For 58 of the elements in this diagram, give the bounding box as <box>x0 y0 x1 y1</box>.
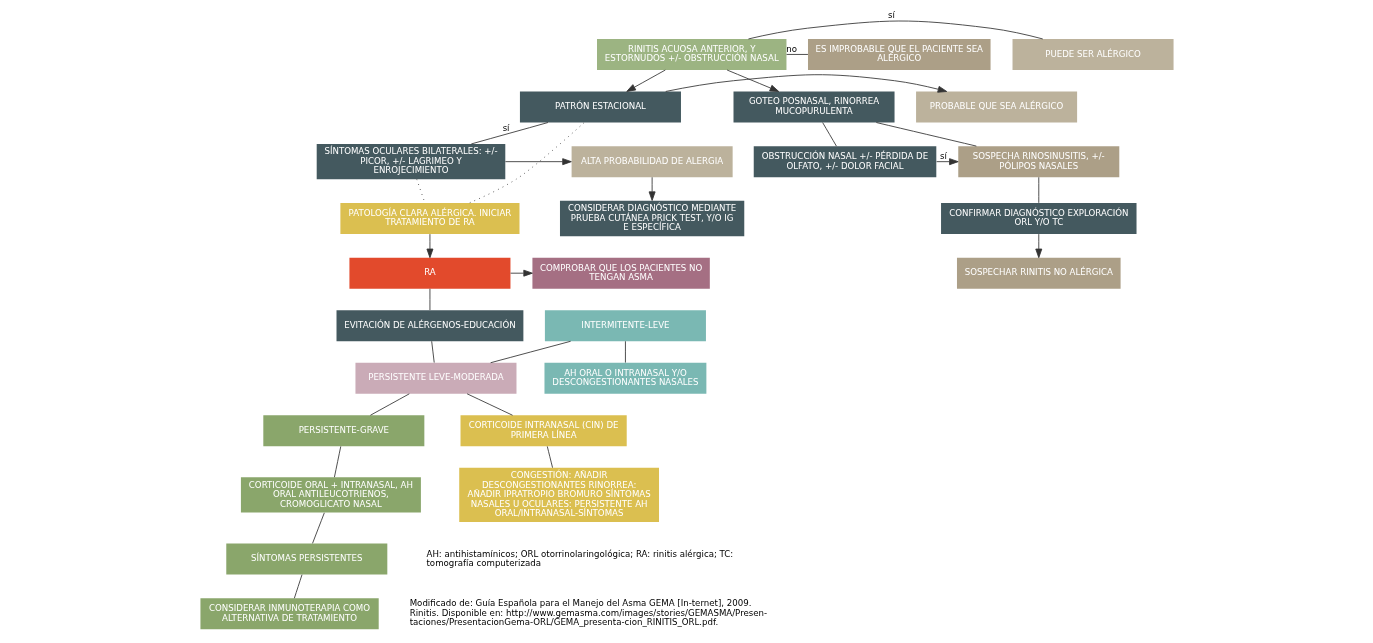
node-box: CORTICOIDE ORAL + INTRANASAL, AH ORAL ANTILEUCOTRIENOS, CROMOGLICATO NASAL <box>240 477 421 513</box>
connector <box>311 512 325 544</box>
arrow <box>504 158 572 166</box>
node-box: CONFIRMAR DIAGNÓSTICO EXPLORACIÓN ORL Y/O TC <box>940 203 1137 234</box>
arrow <box>726 69 779 92</box>
node-box: CONGESTIÓN: AÑADIR DESCONGESTIONANTES RINORREA: AÑADIR IPRATROPIO BROMURO SÍNTOMAS NASALES U OCULARES: PERSISTENTE AH ORAL/INTRANASAL-SÍNTOMAS <box>458 467 659 523</box>
edge-label: no <box>785 43 797 54</box>
arrow <box>426 233 433 259</box>
node-box: CONSIDERAR INMUNOTERAPIA COMO ALTERNATIVA DE TRATAMIENTO <box>199 598 379 630</box>
label: AH: antihistamínicos; ORL otorrinolaringológica; RA: rinitis alérgica; TC: tomografía computerizada <box>426 548 733 568</box>
connector <box>470 122 548 145</box>
connector <box>468 122 584 204</box>
connector <box>333 446 341 478</box>
node-box: RINITIS ACUOSA ANTERIOR, Y ESTORNUDOS +/- OBSTRUCCIÓN NASAL <box>596 38 786 70</box>
connector <box>546 446 553 469</box>
node-box: ALTA PROBABILIDAD DE ALERGIA <box>571 146 733 178</box>
connector <box>785 54 808 55</box>
node-box: PUEDE SER ALÉRGICO <box>1012 38 1174 70</box>
node-box: ES IMPROBABLE QUE EL PACIENTE SEA ALÉRGICO <box>807 38 991 70</box>
node-box: CONSIDERAR DIAGNÓSTICO MEDIANTE PRUEBA CUTÁNEA PRICK TEST, Y/O IG E ESPECÍFICA <box>559 200 744 237</box>
node-box: PERSISTENTE LEVE-MODERADA <box>354 362 516 394</box>
edge-label: sí <box>887 10 895 21</box>
connector <box>466 393 513 416</box>
node-box: RA <box>348 257 510 289</box>
node-box: COMPROBAR QUE LOS PACIENTES NO TENGAN ASMA <box>531 257 710 289</box>
node-box: EVITACIÓN DE ALÉRGENOS-EDUCACIÓN <box>336 310 523 342</box>
connector <box>429 288 430 311</box>
arrow <box>648 176 656 201</box>
node-box: GOTEO POSNASAL, RINORREA MUCOPURULENTA <box>733 91 895 123</box>
arrow <box>664 74 947 93</box>
label: Modificado de: Guía Española para el Manejo del Asma GEMA [In-ternet], 2009. Rinitis. Disponible en: http://www.gemasma.com/images/stories/GEMASMA/Presen-taciones/PresentacionGema-ORL/GEMA_presenta-cion_RINITIS_ORL.pdf. <box>409 598 767 628</box>
connector <box>747 20 1043 40</box>
connector <box>875 122 977 147</box>
arrow <box>1034 233 1042 259</box>
connector <box>293 574 302 599</box>
node-box: OBSTRUCCIÓN NASAL +/- PÉRDIDA DE OLFATO, +/- DOLOR FACIAL <box>753 146 936 178</box>
node-box: SOSPECHAR RINITIS NO ALÉRGICA <box>956 257 1121 289</box>
node-box: SÍNTOMAS OCULARES BILATERALES: +/- PICOR, +/- LAGRIMEO Y ENROJECIMIENTO <box>316 144 505 180</box>
node-box: AH ORAL O INTRANASAL Y/O DESCONGESTIONANTES NASALES <box>544 362 706 394</box>
connector <box>821 122 837 147</box>
node-box: PERSISTENTE-GRAVE <box>262 415 424 447</box>
connector <box>624 340 626 363</box>
arrow <box>935 158 959 166</box>
connector <box>430 340 435 363</box>
node-box: PATRÓN ESTACIONAL <box>519 91 681 123</box>
connector <box>489 340 571 364</box>
node-box: PROBABLE QUE SEA ALÉRGICO <box>915 91 1077 123</box>
node-box: SÍNTOMAS PERSISTENTES <box>225 543 387 575</box>
node-box: INTERMITENTE-LEVE <box>544 310 706 342</box>
node-box: PATOLOGÍA CLARA ALÉRGICA. INICIAR TRATAMIENTO DE RA <box>339 203 519 234</box>
node-box: SOSPECHA RINOSINUSITIS, +/- PÓLIPOS NASALES <box>957 146 1119 178</box>
arrow <box>625 69 666 92</box>
connector <box>1037 176 1039 204</box>
connector <box>369 393 410 416</box>
edge-label: sí <box>939 151 947 162</box>
arrow <box>509 269 533 277</box>
node-box: CORTICOIDE INTRANASAL (CIN) DE PRIMERA LÍNEA <box>460 415 627 447</box>
edge-label: sí <box>502 122 510 133</box>
